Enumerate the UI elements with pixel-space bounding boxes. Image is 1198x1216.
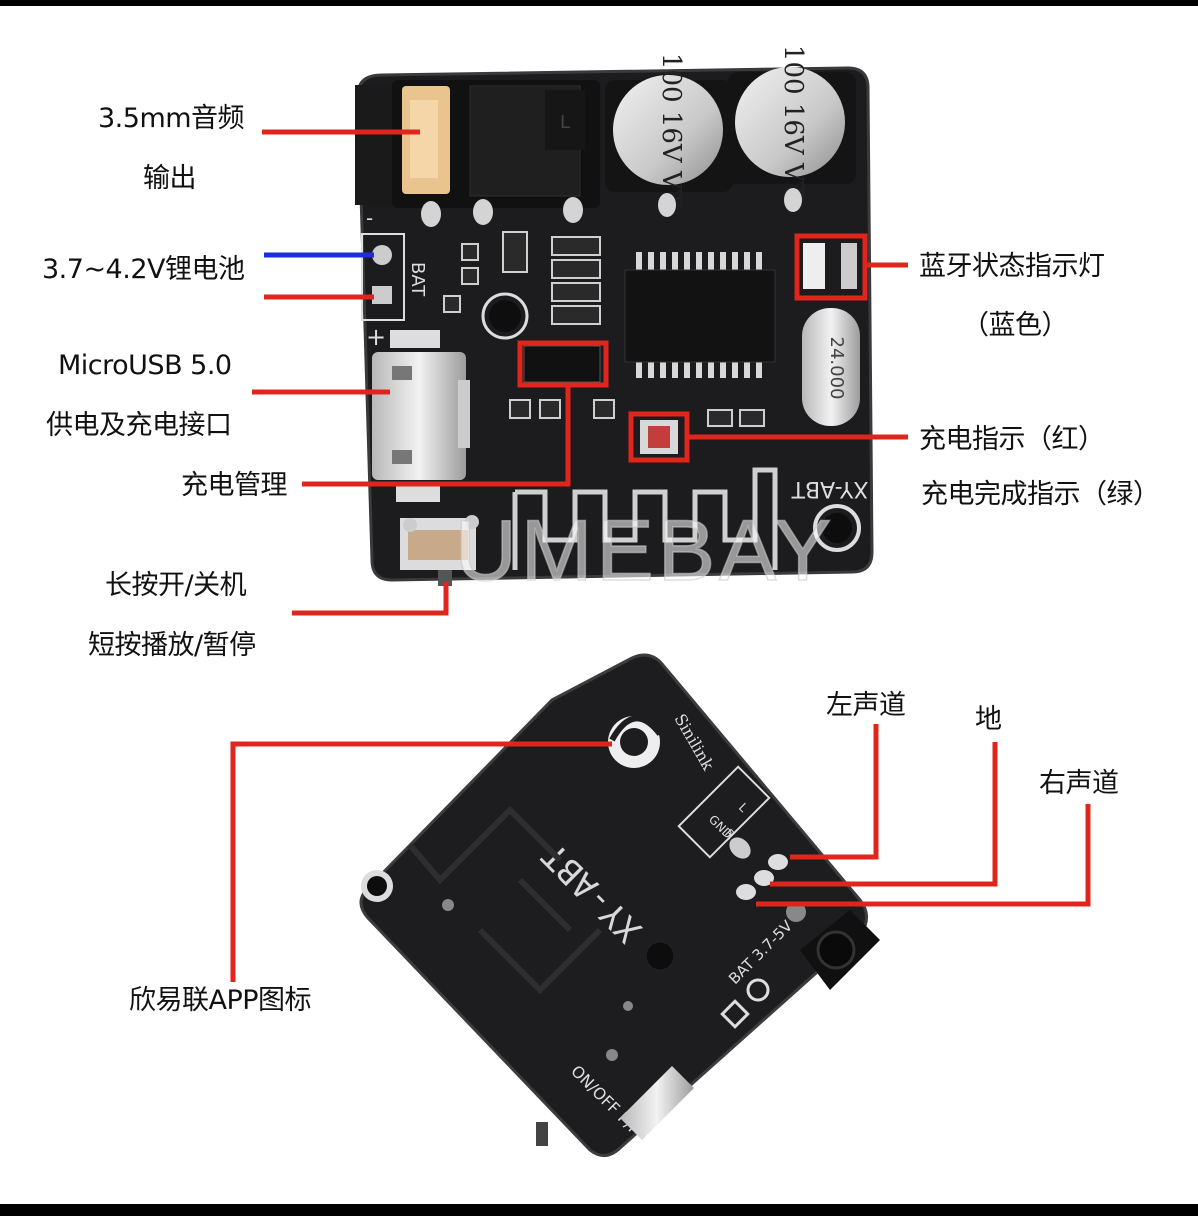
- main-ic: [624, 252, 776, 378]
- capacitor-1: 100 16V VT: [605, 53, 733, 208]
- label-charge-led: 充电指示（红）: [919, 424, 1105, 455]
- callout-lines: [230, 129, 1091, 982]
- battery-pads: BAT - +: [361, 206, 428, 351]
- antenna-trace: [512, 467, 778, 570]
- label-usb-power: 供电及充电接口: [46, 410, 232, 441]
- watermark: UMEBAY: [455, 503, 836, 599]
- front-board: L 100 16V VT 100 16V VT BAT -: [355, 45, 874, 586]
- label-power-long-press: 长按开/关机: [105, 570, 247, 601]
- capacitor-2: 100 16V VT: [728, 45, 856, 200]
- label-charge-done-led: 充电完成指示（绿）: [921, 479, 1160, 510]
- label-audio-output-2: 输出: [143, 163, 197, 194]
- label-micro-usb: MicroUSB 5.0: [58, 350, 232, 381]
- svg-text:100 16V VT: 100 16V VT: [778, 45, 808, 200]
- label-app-icon: 欣易联APP图标: [129, 985, 312, 1016]
- svg-text:100 16V VT: 100 16V VT: [656, 53, 686, 208]
- bottom-border: [0, 1204, 1198, 1216]
- label-left-channel: 左声道: [826, 690, 906, 721]
- top-border: [0, 0, 1198, 6]
- svg-text:24.000: 24.000: [826, 337, 847, 400]
- audio-jack: L: [355, 80, 600, 208]
- label-battery: 3.7~4.2V锂电池: [42, 254, 245, 285]
- label-bt-blue: （蓝色）: [962, 310, 1069, 341]
- svg-text:XY-ABT: XY-ABT: [791, 476, 868, 501]
- label-audio-output: 3.5mm音频: [98, 103, 245, 134]
- micro-usb-port: [372, 330, 470, 502]
- back-board: Sinilink XY-ABT BAT 3.7-5V ON/OFF P/P L …: [359, 653, 880, 1157]
- svg-text:-: -: [366, 206, 373, 230]
- label-bt-status-led: 蓝牙状态指示灯: [919, 251, 1105, 282]
- charge-ic-highlight: [517, 340, 609, 388]
- smd-components: [443, 231, 765, 427]
- crystal: 24.000: [802, 308, 860, 426]
- label-power-short-press: 短按播放/暂停: [88, 630, 256, 661]
- power-switch: [400, 515, 479, 586]
- label-ground: 地: [975, 704, 1002, 735]
- svg-text:BAT: BAT: [407, 262, 428, 297]
- svg-text:+: +: [366, 323, 386, 351]
- label-right-channel: 右声道: [1039, 768, 1119, 799]
- svg-text:L: L: [560, 112, 570, 133]
- solder-pads: [421, 188, 802, 227]
- label-charge-management: 充电管理: [181, 470, 288, 501]
